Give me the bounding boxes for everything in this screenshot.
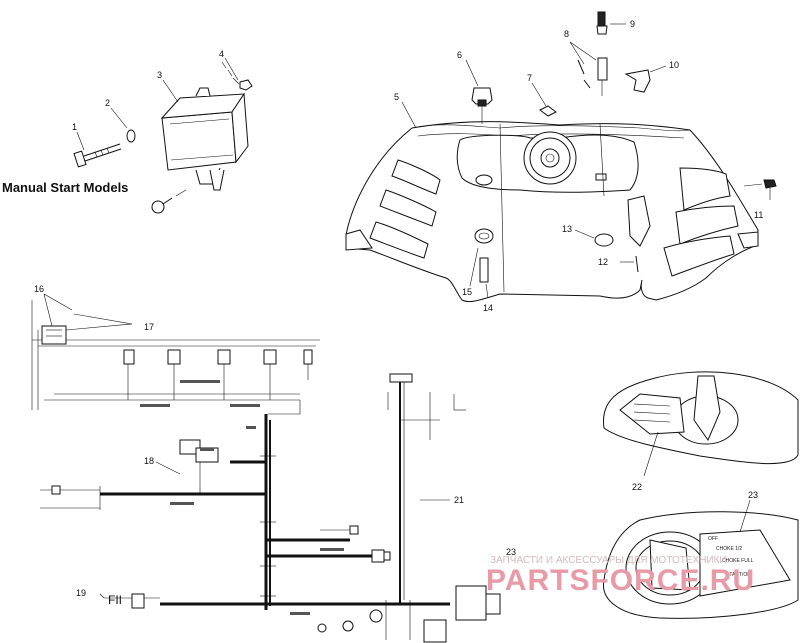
bolt-part [73, 143, 122, 168]
callout-17: 17 [144, 322, 154, 332]
washer-part [126, 129, 136, 143]
callout-23: 23 [748, 490, 758, 500]
callout-12: 12 [598, 257, 608, 267]
watermark-logo: PARTSFORCE.RU [486, 564, 755, 597]
callout-7: 7 [527, 73, 532, 83]
callout-15: 15 [462, 287, 472, 297]
ring-terminal [151, 189, 187, 214]
callout-16: 16 [34, 284, 44, 294]
switch-label-start: START/ON [726, 572, 751, 578]
callout-10: 10 [669, 60, 679, 70]
switch-label-choke-full: CHOKE FULL [722, 558, 754, 564]
watermark-tagline: ЗАПЧАСТИ И АКСЕССУАРЫ ДЛЯ МОТОТЕХНИКИ [490, 555, 727, 566]
harness-tiny-labels [140, 380, 344, 615]
callout-22: 22 [632, 482, 642, 492]
key-label: FII [108, 593, 122, 607]
switch-label-choke-half: CHOKE 1/2 [716, 546, 742, 552]
nut-part [221, 61, 253, 91]
switch-panel [603, 371, 799, 477]
manual-start-heading: Manual Start Models [2, 180, 128, 195]
callout-6: 6 [457, 50, 462, 60]
callout-1: 1 [72, 122, 77, 132]
regulator-assembly [73, 57, 253, 214]
callout-21: 21 [454, 495, 464, 505]
callout-18: 18 [144, 456, 154, 466]
callout-5: 5 [394, 92, 399, 102]
callout-14: 14 [483, 303, 493, 313]
callout-4: 4 [219, 49, 224, 59]
console-fasteners [401, 11, 777, 299]
wiring-harness [31, 293, 501, 643]
regulator-box [160, 87, 249, 191]
connector-row [123, 349, 313, 390]
key-switch-panel [603, 499, 799, 619]
callout-8: 8 [564, 29, 569, 39]
callout-19: 19 [76, 588, 86, 598]
callout-9: 9 [630, 19, 635, 29]
callout-13: 13 [562, 224, 572, 234]
callout-11: 11 [754, 210, 763, 220]
callout-2: 2 [105, 98, 110, 108]
callout-3: 3 [157, 70, 162, 80]
callout-23-bottom: 23 [506, 547, 516, 557]
switch-label-off: OFF [708, 536, 718, 542]
dash-console [345, 121, 759, 303]
